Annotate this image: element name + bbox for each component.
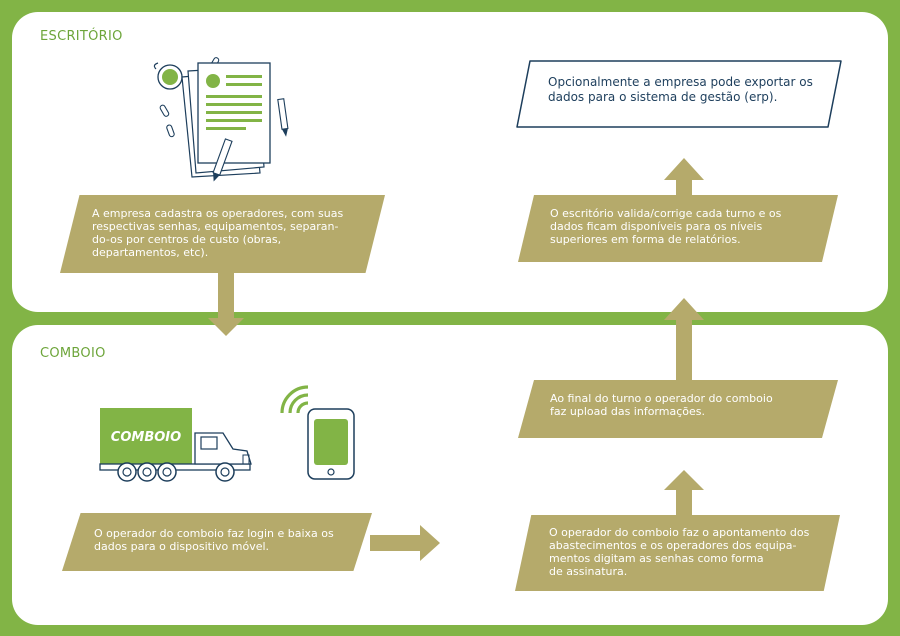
step-validate-text: O escritório valida/corrige cada turno e… xyxy=(550,207,782,246)
step-record-text: O operador do comboio faz o apontamento … xyxy=(549,526,810,578)
mobile-device-icon xyxy=(280,385,355,480)
step-export: Opcionalmente a empresa pode exportar os… xyxy=(548,75,828,105)
truck-icon xyxy=(99,408,252,482)
truck-label: COMBOIO xyxy=(110,430,182,445)
documents-icon xyxy=(153,57,289,182)
step-upload: Ao final do turno o operador do comboio … xyxy=(518,380,838,438)
arrow-up-1 xyxy=(664,470,704,520)
section-label-convoy: COMBOIO xyxy=(40,346,106,361)
arrow-up-2 xyxy=(664,298,704,385)
step-record: O operador do comboio faz o apontamento … xyxy=(515,515,840,591)
arrow-down xyxy=(208,270,244,336)
step-upload-text: Ao final do turno o operador do comboio … xyxy=(550,392,773,418)
step-validate: O escritório valida/corrige cada turno e… xyxy=(518,195,838,262)
step-register-text: A empresa cadastra os operadores, com su… xyxy=(92,207,344,259)
step-download-text: O operador do comboio faz login e baixa … xyxy=(94,527,334,553)
arrow-right xyxy=(370,525,440,561)
section-label-office: ESCRITÓRIO xyxy=(40,29,123,44)
step-export-shape xyxy=(516,60,842,128)
arrow-up-3 xyxy=(664,158,704,200)
wifi-icon xyxy=(280,385,309,414)
step-download: O operador do comboio faz login e baixa … xyxy=(62,513,372,571)
step-register: A empresa cadastra os operadores, com su… xyxy=(60,195,385,273)
step-export-text: Opcionalmente a empresa pode exportar os… xyxy=(548,75,813,104)
